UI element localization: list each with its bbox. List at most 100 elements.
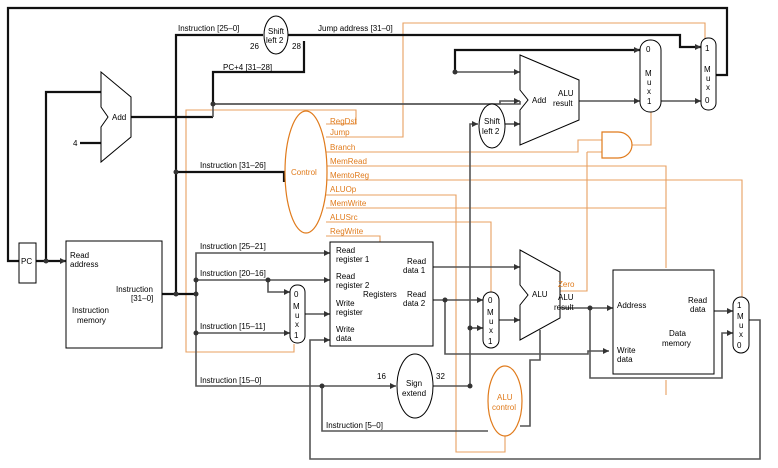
alu-control-label-2: control — [492, 403, 516, 412]
signal-regwrite: RegWrite — [330, 227, 364, 236]
reg-read-reg1-b: register 1 — [336, 255, 370, 264]
pc-register: PC — [18, 242, 37, 284]
jump-mux-m: M — [704, 65, 711, 74]
jump-shift-label-1: Shift — [268, 27, 285, 36]
branch-adder-result-2: result — [553, 99, 573, 108]
reg-write-data-b: data — [336, 334, 352, 343]
dm-name-1: Data — [669, 329, 686, 338]
branch-adder-label: Add — [532, 96, 546, 105]
reg-read-data1-b: data 1 — [403, 266, 426, 275]
instruction-31-26-label: Instruction [31–26] — [200, 161, 266, 170]
alu-control-label-1: ALU — [497, 393, 513, 402]
signal-memread: MemRead — [330, 157, 367, 166]
signal-branch: Branch — [330, 143, 355, 152]
branch-shift-label-1: Shift — [484, 117, 501, 126]
jump-mux: 1 M u x 0 — [700, 37, 717, 111]
regdst-mux-m: M — [293, 302, 300, 311]
sign-extend-label-2: extend — [402, 389, 426, 398]
control-unit: Control — [284, 110, 328, 234]
pc-adder: Add 4 — [73, 70, 132, 164]
alusrc-mux-u: u — [489, 317, 493, 326]
signal-jump: Jump — [330, 128, 350, 137]
main-alu: ALU Zero ALU result — [519, 249, 575, 341]
im-read-label: Read — [70, 251, 89, 260]
instruction-20-16-label: Instruction [20–16] — [200, 269, 266, 278]
memtoreg-mux-0: 0 — [737, 341, 742, 350]
instruction-memory: Read address Instruction [31–0] Instruct… — [65, 240, 163, 349]
reg-read-data1-a: Read — [407, 257, 426, 266]
pc4-label: PC+4 [31–28] — [223, 63, 272, 72]
sign-extend-label-1: Sign — [406, 379, 422, 388]
instruction-25-21-label: Instruction [25–21] — [200, 242, 266, 251]
registers-label: Registers — [363, 290, 397, 299]
reg-read-reg1-a: Read — [336, 246, 355, 255]
alu-label: ALU — [532, 290, 548, 299]
im-name-1: Instruction — [72, 306, 109, 315]
alusrc-mux-0: 0 — [488, 296, 493, 305]
alu-zero-label: Zero — [558, 280, 575, 289]
jump-mux-1: 1 — [705, 44, 710, 53]
jump-mux-u: u — [706, 74, 710, 83]
reg-write-reg-a: Write — [336, 299, 355, 308]
regdst-mux-0: 0 — [294, 290, 299, 299]
im-instruction-label: Instruction — [116, 285, 153, 294]
branch-shift-left-2: Shift left 2 — [478, 103, 506, 149]
branch-mux-0: 0 — [646, 45, 651, 54]
sign-extend-out-bits: 32 — [436, 372, 445, 381]
reg-read-reg2-a: Read — [336, 272, 355, 281]
sign-extend-in-bits: 16 — [377, 372, 386, 381]
reg-read-data2-a: Read — [407, 290, 426, 299]
control-label: Control — [291, 168, 317, 177]
sign-extend-unit: Sign extend 16 32 — [377, 353, 445, 419]
instruction-5-0-label: Instruction [5–0] — [326, 421, 383, 430]
im-bits-label: [31–0] — [131, 294, 153, 303]
regdst-mux-u: u — [295, 311, 299, 320]
im-name-2: memory — [77, 316, 106, 325]
alusrc-mux-m: M — [487, 308, 494, 317]
dm-read-data-a: Read — [688, 296, 707, 305]
control-signal-labels: RegDst Jump Branch MemRead MemtoReg ALUO… — [330, 117, 369, 236]
alusrc-mux: 0 M u x 1 — [482, 291, 500, 349]
branch-mux-u: u — [647, 78, 651, 87]
dm-read-data-b: data — [690, 305, 706, 314]
branch-adder-result-1: ALU — [558, 89, 574, 98]
dm-write-data-b: data — [617, 355, 633, 364]
signal-alusrc: ALUSrc — [330, 213, 358, 222]
register-file: Read register 1 Read register 2 Write re… — [329, 241, 434, 347]
dm-address-label: Address — [617, 301, 646, 310]
branch-adder: Add ALU result — [519, 54, 580, 146]
instruction-15-0-label: Instruction [15–0] — [200, 376, 261, 385]
alu-result-2: result — [554, 303, 574, 312]
arrowheads — [60, 44, 733, 389]
jump-address-label: Jump address [31–0] — [318, 24, 393, 33]
regdst-mux: 0 M u x 1 — [289, 284, 306, 344]
signal-memwrite: MemWrite — [330, 199, 367, 208]
jump-shift-out-bits: 28 — [292, 42, 301, 51]
memtoreg-mux-x: x — [739, 330, 743, 339]
regdst-mux-1: 1 — [294, 331, 299, 340]
reg-write-reg-b: register — [336, 308, 363, 317]
branch-mux-x: x — [647, 87, 651, 96]
jump-shift-label-2: left 2 — [266, 36, 284, 45]
memtoreg-mux-1: 1 — [737, 301, 742, 310]
branch-and-gate — [601, 131, 633, 159]
reg-read-reg2-b: register 2 — [336, 281, 370, 290]
jump-shift-in-bits: 26 — [250, 42, 259, 51]
im-address-label: address — [70, 260, 98, 269]
pc-label: PC — [21, 257, 32, 266]
memtoreg-mux: 1 M u x 0 — [732, 296, 750, 354]
datapath-wires — [6, 6, 761, 460]
control-wires — [185, 22, 743, 453]
dm-name-2: memory — [662, 339, 691, 348]
branch-mux-m: M — [645, 69, 652, 78]
jump-mux-x: x — [706, 83, 710, 92]
jump-shift-left-2: Shift left 2 26 28 — [250, 15, 301, 55]
signal-regdst: RegDst — [330, 117, 357, 126]
signal-memtoreg: MemtoReg — [330, 171, 369, 180]
reg-read-data2-b: data 2 — [403, 299, 426, 308]
dm-write-data-a: Write — [617, 346, 636, 355]
alusrc-mux-1: 1 — [488, 337, 493, 346]
alu-control-unit: ALU control — [487, 365, 523, 437]
pc-adder-label: Add — [112, 113, 126, 122]
